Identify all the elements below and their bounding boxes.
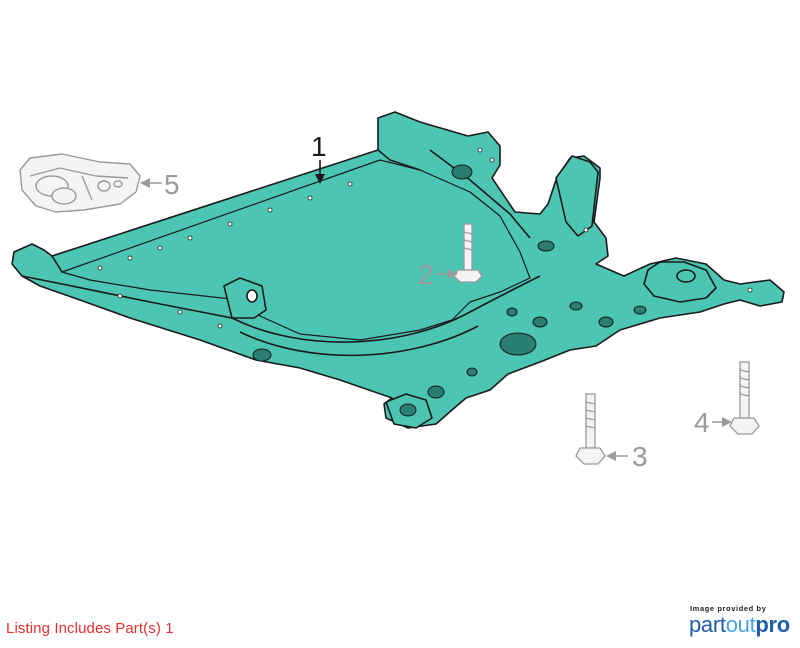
front-crossmember [231,275,541,343]
callout-1[interactable]: 1 [311,131,327,184]
callout-1-label: 1 [311,131,327,162]
brand-out: out [725,612,756,637]
right-rail [377,149,531,239]
left-rail [21,255,233,319]
image-credit: Image provided by [690,604,767,613]
callout-5[interactable]: 5 [140,169,180,200]
partoutpro-logo: partoutpro [689,612,790,638]
small-holes [97,147,753,329]
bolt-part-3[interactable] [575,393,606,465]
mount-bracket-part[interactable] [19,153,141,213]
subframe-part[interactable] [11,111,785,429]
callout-4-label: 4 [694,407,710,438]
brand-pro: pro [755,612,790,637]
subframe-floor [61,159,531,341]
callout-2[interactable]: 2 [418,259,458,290]
bolt-part-2[interactable] [453,223,483,283]
mount-boss-hole [676,269,696,283]
bolt-holes [252,164,647,417]
front-crossmember-lower [239,325,479,357]
callout-3[interactable]: 3 [606,441,648,472]
callout-5-label: 5 [164,169,180,200]
callout-3-label: 3 [632,441,648,472]
left-tower[interactable] [223,277,267,319]
callout-2-label: 2 [418,259,434,290]
brand-part: part [689,612,726,637]
callout-4[interactable]: 4 [694,407,732,438]
right-tower[interactable] [555,155,599,237]
left-tower-hole [246,289,258,303]
bolt-part-4[interactable] [729,361,760,435]
mount-boss[interactable] [643,261,717,303]
listing-includes-text: Listing Includes Part(s) 1 [6,620,174,637]
